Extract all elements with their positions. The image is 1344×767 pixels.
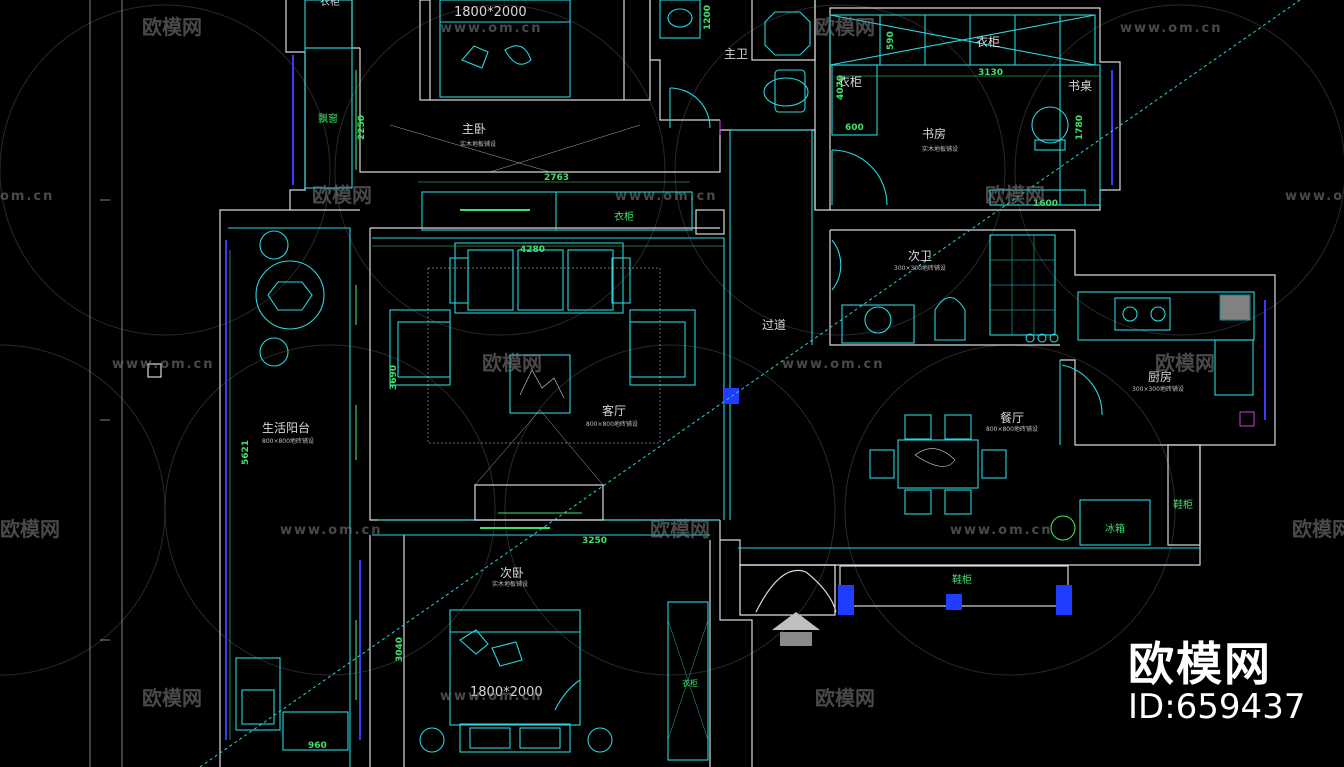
dimension-labels: 2763 4280 3130 1600 600 3250 960 2250 17…: [229, 5, 1100, 751]
label-second-wardrobe: 衣柜: [682, 678, 698, 688]
id-badge: 欧模网 ID:659437: [1128, 640, 1305, 726]
master-bed-size: 1800*2000: [454, 5, 527, 20]
exterior-lines: [89, 0, 162, 767]
label-kitchen: 厨房: [1148, 369, 1172, 384]
label-master-bath: 主卫: [724, 47, 748, 61]
watermark-url: www.om.cn: [280, 523, 383, 538]
watermark-brand: 欧模网: [815, 15, 875, 39]
dim-1780: 1780: [1075, 115, 1085, 140]
second-bath: [831, 234, 1059, 344]
watermark-url: om.cn: [0, 189, 54, 204]
watermark-brand: 欧模网: [312, 183, 372, 207]
label-study-wardrobe: 衣柜: [976, 34, 1000, 49]
note-second-floor: 实木地板铺设: [492, 580, 528, 588]
dim-960: 960: [308, 741, 327, 751]
dim-3690: 3690: [389, 365, 399, 390]
watermark-circles: [0, 4, 1344, 676]
dim-3040: 3040: [395, 637, 405, 662]
watermark-brand: 欧模网: [142, 15, 202, 39]
dim-4070: 4070: [836, 75, 846, 100]
windows: [225, 55, 1266, 740]
watermark-brand: 欧模网: [650, 517, 710, 541]
note-kitchen-floor: 300×300地砖铺设: [1132, 385, 1184, 393]
dim-2250: 2250: [357, 115, 367, 140]
second-bedroom: [419, 527, 709, 761]
label-second-bath: 次卫: [908, 249, 932, 263]
dim-1200: 1200: [703, 5, 713, 30]
badge-id: ID:659437: [1128, 687, 1306, 727]
label-balcony: 生活阳台: [262, 420, 310, 435]
living-room: [355, 191, 696, 521]
label-second-bedroom: 次卧: [500, 566, 524, 580]
room-labels: 主卧 实木地板铺设 主卫 衣柜 衣柜 衣柜 书房 实木地板铺设 书桌 次卫 30…: [262, 0, 1193, 688]
master-bedroom: [304, 0, 641, 189]
watermark-url: www.om.cn: [950, 523, 1053, 538]
watermark-url: www.om.cn: [112, 357, 215, 372]
watermarks: 欧模网 欧模网 欧模网 欧模网 欧模网 欧模网 欧模网 欧模网 欧模网 欧模网 …: [0, 15, 1344, 710]
label-bay-window: 飘窗: [318, 112, 338, 125]
watermark-brand: 欧模网: [985, 183, 1045, 207]
note-balcony-floor: 800×800地砖铺设: [262, 437, 314, 445]
dim-590: 590: [886, 31, 896, 50]
label-shoe-cabinet: 鞋柜: [952, 573, 972, 586]
walls: [219, 0, 1276, 767]
note-living-floor: 800×800地砖铺设: [586, 420, 638, 428]
note-master-floor: 实木地板铺设: [460, 140, 496, 148]
watermark-url: www.om.cn: [1120, 21, 1223, 36]
watermark-brand: 欧模网: [1155, 351, 1215, 375]
second-bed-size: 1800*2000: [470, 685, 543, 700]
balcony: [235, 230, 357, 751]
kitchen: [1061, 291, 1255, 427]
dim-2763: 2763: [544, 173, 569, 183]
dim-5621: 5621: [241, 440, 251, 465]
dining-room: [739, 414, 1151, 616]
study-room: [829, 14, 1101, 206]
label-living-room: 客厅: [602, 403, 626, 418]
note-study-floor: 实木地板铺设: [922, 145, 958, 153]
label-master-bedroom: 主卧: [462, 122, 486, 136]
reference-diagonal: [199, 0, 1301, 767]
label-master-wardrobe: 衣柜: [320, 0, 340, 8]
entrance: [724, 388, 1072, 646]
label-dining: 餐厅: [1000, 410, 1024, 425]
label-side-cabinet: 鞋柜: [1173, 498, 1193, 511]
dim-3250: 3250: [582, 536, 607, 546]
label-hallway: 过道: [762, 318, 786, 332]
watermark-brand: 欧模网: [815, 686, 875, 710]
watermark-brand: 欧模网: [0, 517, 60, 541]
dim-1600: 1600: [1033, 199, 1058, 209]
watermark-brand: 欧模网: [142, 686, 202, 710]
note-dining-floor: 800×800地砖铺设: [986, 425, 1038, 433]
label-desk: 书桌: [1068, 79, 1092, 93]
watermark-url: www.om.cn: [440, 689, 543, 704]
badge-title: 欧模网: [1128, 637, 1272, 691]
note-bath-floor: 300×300地砖铺设: [894, 264, 946, 272]
label-fridge: 冰箱: [1105, 522, 1125, 535]
interior-outlines: [228, 129, 1200, 767]
watermark-url: www.om.cn: [615, 189, 718, 204]
watermark-brand: 欧模网: [1292, 517, 1344, 541]
label-study-small-wardrobe: 衣柜: [838, 74, 862, 89]
dim-3130: 3130: [978, 68, 1003, 78]
watermark-url: www.om.cn: [782, 357, 885, 372]
watermark-url: www.om.cn: [1285, 189, 1344, 204]
watermark-url: www.om.cn: [440, 21, 543, 36]
dim-600: 600: [845, 123, 864, 133]
dim-4280: 4280: [520, 245, 545, 255]
bed-size-labels: 1800*2000 1800*2000: [454, 5, 543, 700]
master-bath: [659, 0, 811, 135]
label-study: 书房: [922, 126, 946, 141]
label-tv-cabinet: 衣柜: [614, 210, 634, 223]
watermark-brand: 欧模网: [482, 351, 542, 375]
